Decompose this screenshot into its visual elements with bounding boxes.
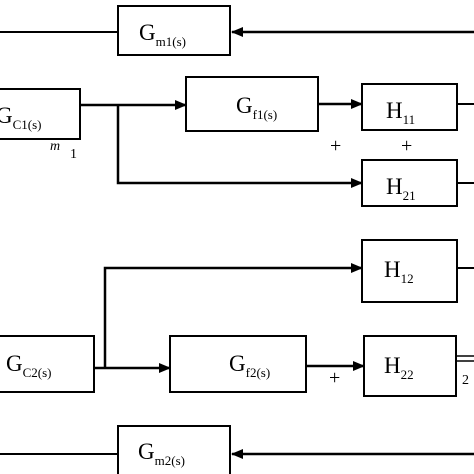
svg-text:Gf2(s): Gf2(s) — [229, 351, 270, 380]
branch-to-h21 — [116, 105, 363, 188]
h22-block: H22 — [363, 335, 457, 397]
h11-main: H — [386, 98, 403, 123]
gc1-block: GC1(s) — [0, 88, 81, 140]
svg-text:GC2(s): GC2(s) — [6, 351, 52, 380]
plus-sign-right-1: + — [401, 135, 412, 157]
fragment-two: 2 — [462, 373, 469, 388]
h11-block: H11 — [361, 83, 458, 131]
plus-sign-2: + — [329, 367, 340, 389]
gc1-sub: C1(s) — [13, 117, 42, 132]
gm1-main: G — [139, 20, 156, 45]
svg-text:GC1(s): GC1(s) — [0, 103, 42, 132]
gf1-sub: f1(s) — [253, 107, 278, 122]
gc2-main: G — [6, 351, 23, 376]
svg-text:Gm2(s): Gm2(s) — [138, 439, 185, 468]
gm2-block: Gm2(s) — [117, 425, 231, 474]
h22-sub: 22 — [401, 367, 414, 382]
h12-sub: 12 — [401, 271, 414, 286]
gf2-main: G — [229, 351, 246, 376]
branch-to-h12 — [103, 263, 363, 368]
gm2-main: G — [138, 439, 155, 464]
gf1-block: Gf1(s) — [185, 76, 319, 132]
plus-sign-left-1: + — [330, 135, 341, 157]
h11-sub: 11 — [403, 112, 416, 127]
gm1-sub: m1(s) — [156, 34, 186, 49]
h21-block: H21 — [361, 159, 458, 207]
svg-text:Gf1(s): Gf1(s) — [236, 93, 277, 122]
svg-text:H21: H21 — [386, 174, 416, 203]
svg-text:H22: H22 — [384, 353, 414, 382]
svg-text:H12: H12 — [384, 257, 414, 286]
h12-main: H — [384, 257, 401, 282]
gm2-sub: m2(s) — [155, 453, 185, 468]
fragment-m1: m — [50, 139, 60, 154]
gc2-block: GC2(s) — [0, 335, 95, 393]
h21-sub: 21 — [403, 188, 416, 203]
gm1-block: Gm1(s) — [117, 5, 231, 56]
h21-main: H — [386, 174, 403, 199]
fragment-one: 1 — [70, 147, 77, 162]
h22-main: H — [384, 353, 401, 378]
h12-block: H12 — [361, 239, 458, 303]
gc2-sub: C2(s) — [23, 365, 52, 380]
svg-text:Gm1(s): Gm1(s) — [139, 20, 186, 49]
svg-text:H11: H11 — [386, 98, 415, 127]
gf2-sub: f2(s) — [246, 365, 271, 380]
gf1-main: G — [236, 93, 253, 118]
gf2-block: Gf2(s) — [169, 335, 307, 393]
gc1-main: G — [0, 103, 13, 128]
